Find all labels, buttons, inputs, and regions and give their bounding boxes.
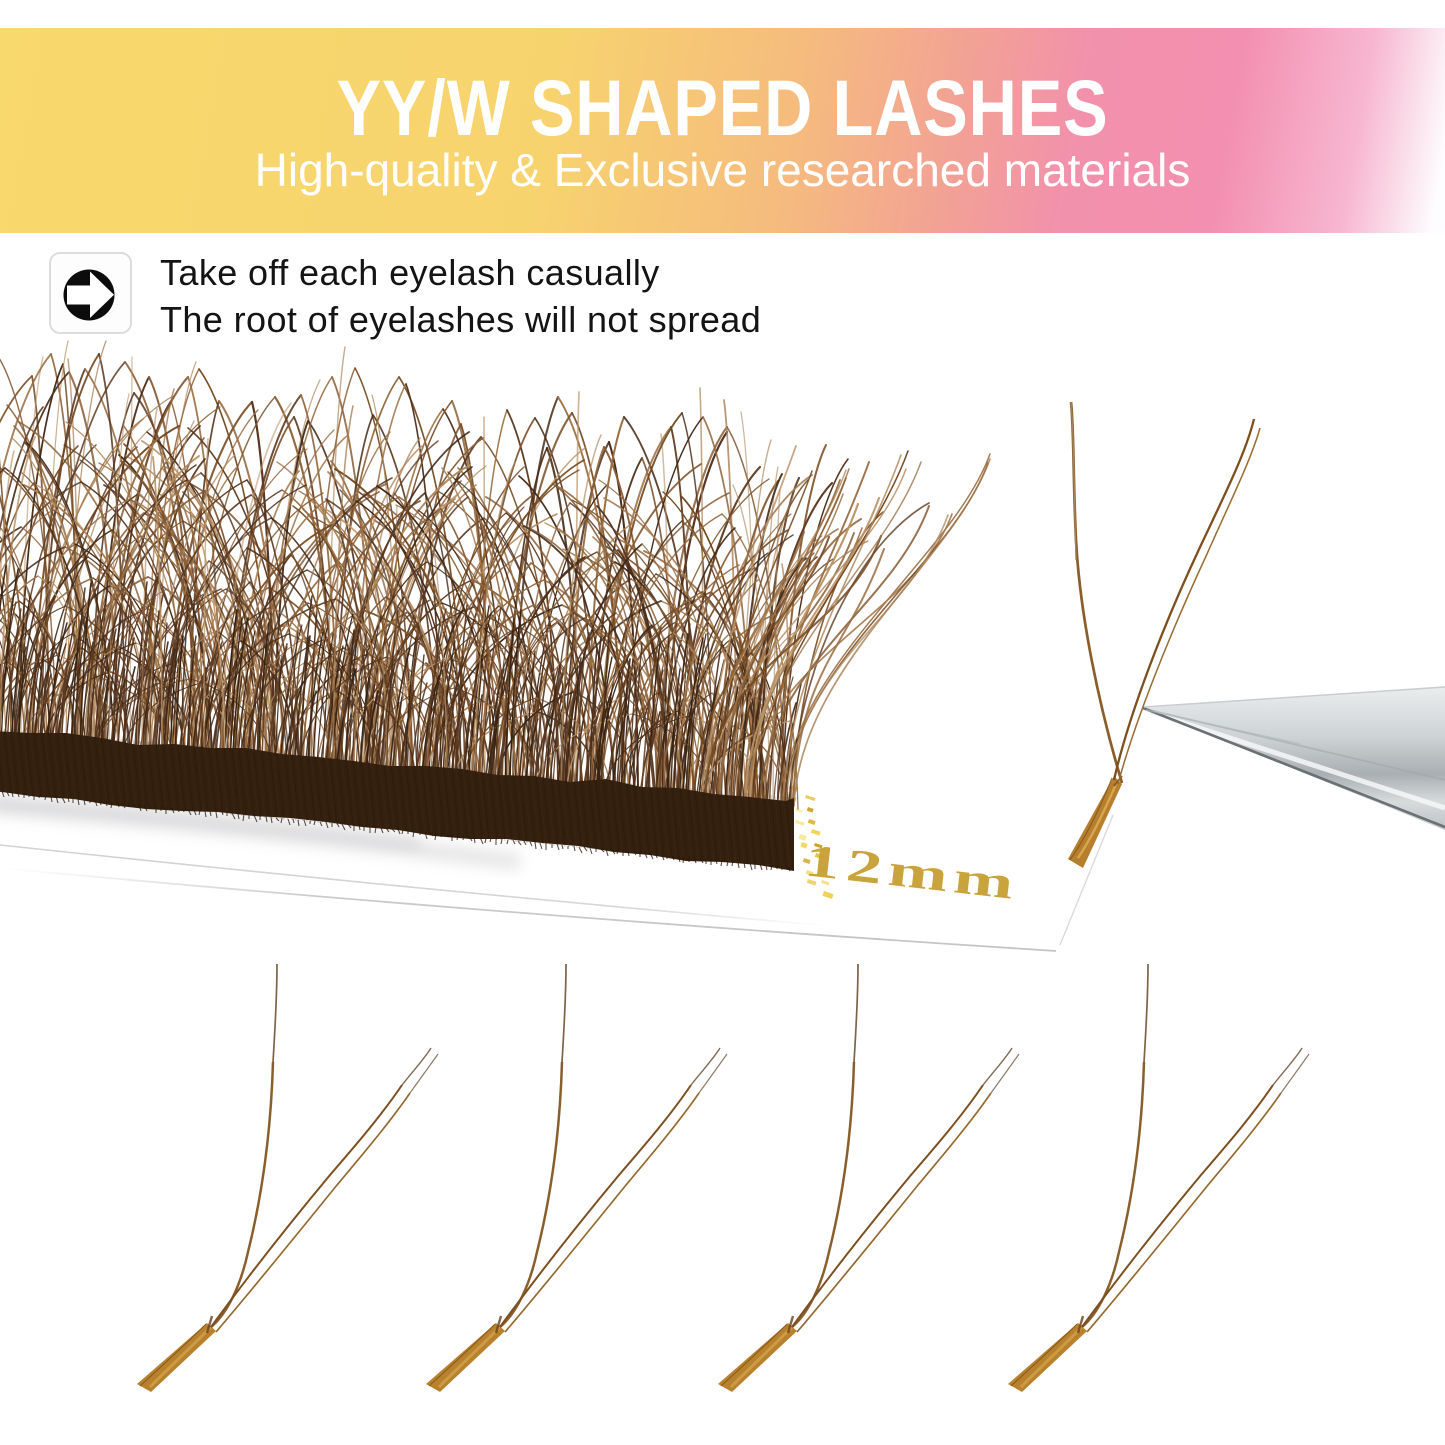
svg-text:12mm: 12mm [802, 835, 1023, 910]
